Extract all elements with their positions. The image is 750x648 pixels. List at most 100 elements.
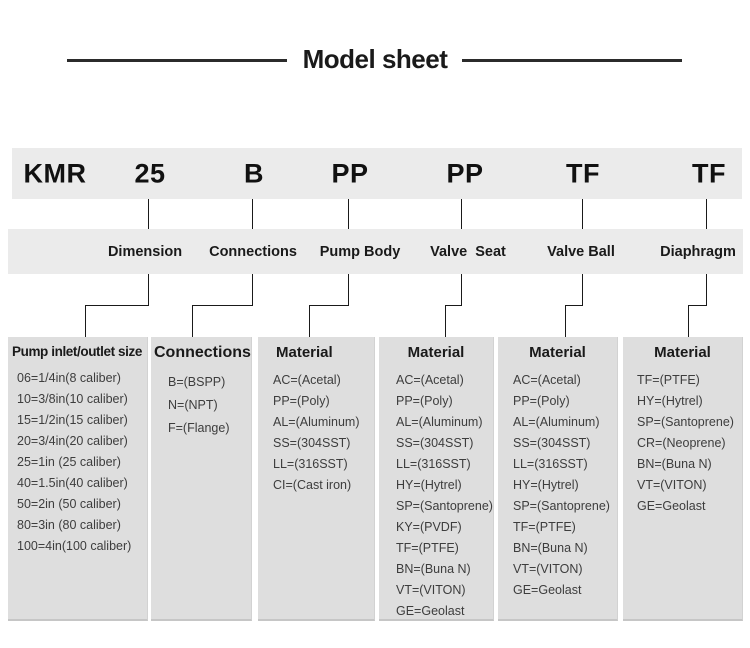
legend-item: KY=(PVDF) xyxy=(396,520,462,534)
legend-item: PP=(Poly) xyxy=(396,394,453,408)
legend-item: AL=(Aluminum) xyxy=(273,415,360,429)
legend-box-items: B=(BSPP) N=(NPT) F=(Flange) xyxy=(151,371,251,440)
legend-item: 15=1/2in(15 caliber) xyxy=(17,413,128,427)
legend-box-items: AC=(Acetal) PP=(Poly) AL=(Aluminum) SS=(304… xyxy=(258,370,374,496)
legend-item: AC=(Acetal) xyxy=(513,373,581,387)
legend-item: HY=(Hytrel) xyxy=(513,478,579,492)
legend-item: CR=(Neoprene) xyxy=(637,436,726,450)
field-label-dimension: Dimension xyxy=(107,243,183,260)
legend-box-header: Connections xyxy=(154,344,251,361)
legend-box-pump-body-material: Material AC=(Acetal) PP=(Poly) AL=(Aluminu… xyxy=(258,337,375,621)
legend-item: SP=(Santoprene) xyxy=(637,415,734,429)
legend-box-items: TF=(PTFE) HY=(Hytrel) SP=(Santoprene) CR=(N… xyxy=(623,370,742,517)
legend-box-items: 06=1/4in(8 caliber) 10=3/8in(10 caliber) 1… xyxy=(8,368,147,557)
legend-item: AL=(Aluminum) xyxy=(396,415,483,429)
connector-valve-seat-top xyxy=(461,199,462,229)
legend-item: PP=(Poly) xyxy=(513,394,570,408)
legend-item: 25=1in (25 caliber) xyxy=(17,455,121,469)
field-label-connections: Connections xyxy=(209,243,297,260)
legend-item: SP=(Santoprene) xyxy=(513,499,610,513)
code-segment-valve-seat: PP xyxy=(446,158,484,188)
legend-box-connections: Connections B=(BSPP) N=(NPT) F=(Flange) xyxy=(151,337,252,621)
legend-box-dimension: Pump inlet/outlet size 06=1/4in(8 calibe… xyxy=(8,337,148,621)
legend-item: 100=4in(100 caliber) xyxy=(17,539,132,553)
legend-item: HY=(Hytrel) xyxy=(396,478,462,492)
legend-item: PP=(Poly) xyxy=(273,394,330,408)
legend-item: SP=(Santoprene) xyxy=(396,499,493,513)
legend-item: SS=(304SST) xyxy=(513,436,591,450)
connector-diaphragm-elbow xyxy=(688,274,707,306)
connector-dimension-elbow xyxy=(85,274,149,306)
code-segment-series: KMR xyxy=(23,158,87,188)
legend-item: GE=Geolast xyxy=(396,604,465,618)
connector-dimension-top xyxy=(148,199,149,229)
connector-diaphragm-top xyxy=(706,199,707,229)
connector-valve-seat-elbow xyxy=(445,274,462,306)
field-label-diaphragm: Diaphragm xyxy=(660,243,736,260)
legend-item: TF=(PTFE) xyxy=(513,520,576,534)
legend-item: N=(NPT) xyxy=(168,398,218,412)
legend-item: B=(BSPP) xyxy=(168,375,226,389)
page-title: Model sheet xyxy=(302,44,448,74)
legend-item: BN=(Buna N) xyxy=(396,562,471,576)
connector-valve-ball-elbow xyxy=(565,274,583,306)
legend-item: AL=(Aluminum) xyxy=(513,415,600,429)
title-rule-right xyxy=(462,59,682,62)
model-code-band: KMR 25 B PP PP TF TF xyxy=(12,148,742,199)
field-label-valve-seat: Valve Seat xyxy=(430,243,506,260)
legend-box-header: Material xyxy=(276,344,333,361)
legend-box-items: AC=(Acetal) PP=(Poly) AL=(Aluminum) SS=(304… xyxy=(498,370,617,601)
legend-box-header: Material xyxy=(654,344,711,361)
connector-connections-drop xyxy=(192,305,193,337)
legend-box-header: Pump inlet/outlet size xyxy=(12,344,142,359)
legend-item: BN=(Buna N) xyxy=(637,457,712,471)
legend-item: CI=(Cast iron) xyxy=(273,478,352,492)
legend-item: 06=1/4in(8 caliber) xyxy=(17,371,121,385)
legend-box-items: AC=(Acetal) PP=(Poly) AL=(Aluminum) SS=(304… xyxy=(379,370,493,622)
code-segment-valve-ball: TF xyxy=(566,158,600,188)
legend-item: GE=Geolast xyxy=(513,583,582,597)
legend-item: GE=Geolast xyxy=(637,499,706,513)
legend-item: SS=(304SST) xyxy=(273,436,351,450)
legend-box-valve-ball-material: Material AC=(Acetal) PP=(Poly) AL=(Aluminu… xyxy=(498,337,618,621)
legend-item: VT=(VITON) xyxy=(513,562,583,576)
connector-connections-top xyxy=(252,199,253,229)
code-segment-connections: B xyxy=(244,158,264,188)
legend-item: SS=(304SST) xyxy=(396,436,474,450)
title-rule-left xyxy=(67,59,287,62)
connector-valve-seat-drop xyxy=(445,305,446,337)
connector-pump-body-top xyxy=(348,199,349,229)
connector-pump-body-drop xyxy=(309,305,310,337)
code-segment-pump-body: PP xyxy=(331,158,369,188)
legend-item: HY=(Hytrel) xyxy=(637,394,703,408)
legend-item: BN=(Buna N) xyxy=(513,541,588,555)
field-label-valve-ball: Valve Ball xyxy=(547,243,615,260)
code-segment-dimension: 25 xyxy=(134,158,166,188)
legend-item: 50=2in (50 caliber) xyxy=(17,497,121,511)
legend-box-header: Material xyxy=(407,344,465,361)
connector-valve-ball-top xyxy=(582,199,583,229)
connector-valve-ball-drop xyxy=(565,305,566,337)
legend-item: LL=(316SST) xyxy=(396,457,471,471)
legend-item: F=(Flange) xyxy=(168,421,230,435)
legend-item: VT=(VITON) xyxy=(637,478,707,492)
legend-item: VT=(VITON) xyxy=(396,583,466,597)
connector-pump-body-elbow xyxy=(309,274,349,306)
legend-item: 20=3/4in(20 caliber) xyxy=(17,434,128,448)
field-label-band: Dimension Connections Pump Body Valve Se… xyxy=(8,229,743,274)
legend-item: 10=3/8in(10 caliber) xyxy=(17,392,128,406)
legend-box-header: Material xyxy=(529,344,586,361)
connector-dimension-drop xyxy=(85,305,86,337)
legend-item: AC=(Acetal) xyxy=(273,373,341,387)
legend-item: 80=3in (80 caliber) xyxy=(17,518,121,532)
legend-item: LL=(316SST) xyxy=(273,457,348,471)
legend-item: LL=(316SST) xyxy=(513,457,588,471)
code-segment-diaphragm: TF xyxy=(692,158,726,188)
legend-box-valve-seat-material: Material AC=(Acetal) PP=(Poly) AL=(Aluminu… xyxy=(379,337,494,621)
field-label-pump-body: Pump Body xyxy=(319,243,401,260)
legend-item: AC=(Acetal) xyxy=(396,373,464,387)
legend-item: TF=(PTFE) xyxy=(637,373,700,387)
connector-connections-elbow xyxy=(192,274,253,306)
connector-diaphragm-drop xyxy=(688,305,689,337)
